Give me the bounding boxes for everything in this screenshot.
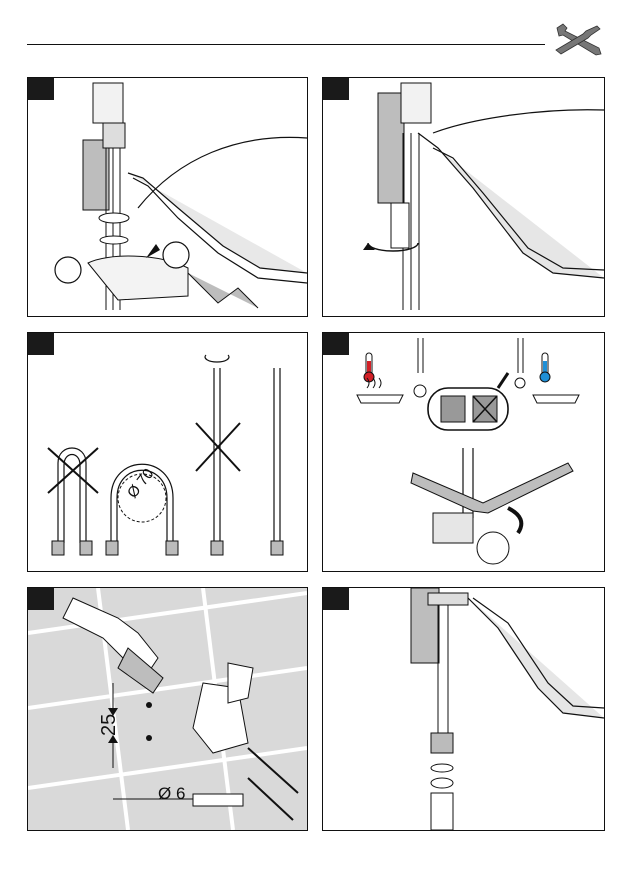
step-marker xyxy=(28,588,54,610)
step-marker xyxy=(323,588,349,610)
step-marker xyxy=(323,78,349,100)
step-panel-4 xyxy=(322,332,605,572)
wrench-screwdriver-icon xyxy=(553,22,605,58)
step-marker xyxy=(28,78,54,100)
thermometer-hot-icon xyxy=(357,353,403,403)
step-panel-5: 25 Ø 6 xyxy=(27,587,308,831)
step-panel-6 xyxy=(322,587,605,831)
thermometer-cold-icon xyxy=(533,353,579,403)
step-panel-3: Ø 70 xyxy=(27,332,308,572)
step-panel-1 xyxy=(27,77,308,317)
faucet-tightening-illustration xyxy=(323,78,604,316)
header-rule xyxy=(27,44,545,45)
step-marker xyxy=(323,333,349,355)
hose-connection-illustration xyxy=(323,333,604,571)
faucet-mounting-illustration xyxy=(28,78,307,316)
drill-diameter-label: Ø 6 xyxy=(158,784,185,804)
distance-label: 25 xyxy=(98,714,121,736)
step-marker xyxy=(28,333,54,355)
hose-bending-illustration xyxy=(28,333,307,571)
hose-fitting-illustration xyxy=(323,588,604,830)
step-panel-2 xyxy=(322,77,605,317)
